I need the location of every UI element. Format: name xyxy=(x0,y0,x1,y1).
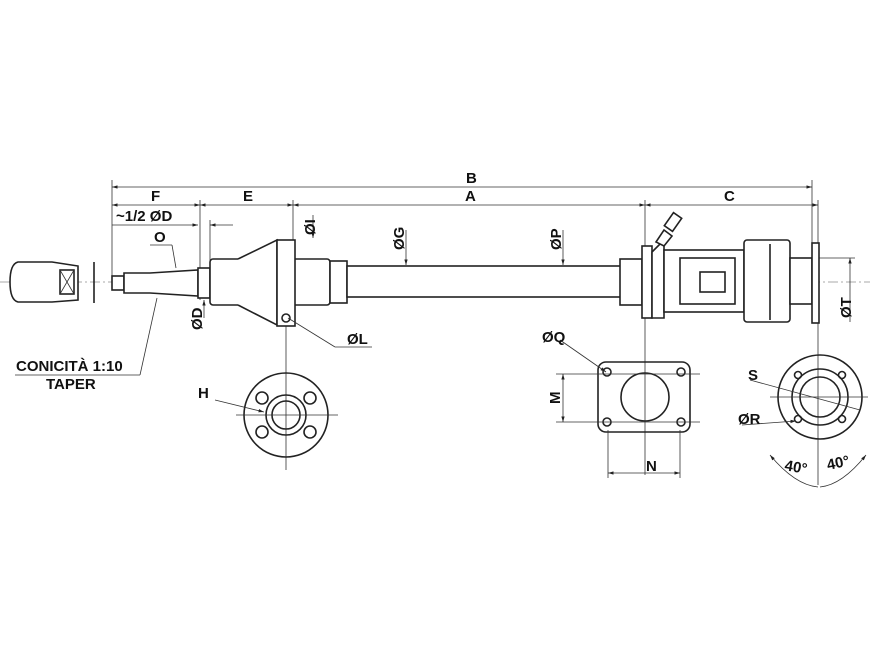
dim-label-d: ØD xyxy=(189,307,206,330)
dim-label-q: ØQ xyxy=(542,329,566,346)
protective-cap xyxy=(9,261,79,303)
grease-nipple xyxy=(654,228,674,248)
dim-label-b: B xyxy=(466,170,477,187)
dim-label-half-d: ~1/2 ØD xyxy=(116,208,172,225)
flange-view-rect xyxy=(556,339,700,478)
flange-view-left xyxy=(214,372,338,458)
angle-label-right: 40° xyxy=(825,453,851,474)
cap-square xyxy=(59,269,75,295)
dim-label-i: ØI xyxy=(302,219,319,235)
angle-label-left: 40° xyxy=(783,457,808,478)
taper-label-english: TAPER xyxy=(46,376,96,393)
dim-label-e: E xyxy=(243,188,253,205)
dim-label-f: F xyxy=(151,188,160,205)
dim-label-t: ØT xyxy=(838,297,855,318)
dim-label-l: ØL xyxy=(347,331,368,348)
main-body xyxy=(209,211,820,327)
dim-label-h: H xyxy=(198,385,209,402)
dim-label-o: O xyxy=(154,229,166,246)
dim-label-c: C xyxy=(724,188,735,205)
flange-view-right xyxy=(741,354,868,488)
taper-label-italian: CONICITÀ 1:10 xyxy=(16,358,123,375)
tapered-shaft-end xyxy=(111,267,211,299)
dim-label-n: N xyxy=(646,458,657,475)
dimension-lines xyxy=(111,180,855,485)
dim-label-m: M xyxy=(547,392,564,405)
dim-label-s: S xyxy=(748,367,758,384)
dim-label-r: ØR xyxy=(738,411,761,428)
dim-label-g: ØG xyxy=(391,227,408,250)
leader-lines xyxy=(15,244,372,376)
dim-label-a: A xyxy=(465,188,476,205)
dim-label-p: ØP xyxy=(548,228,565,250)
